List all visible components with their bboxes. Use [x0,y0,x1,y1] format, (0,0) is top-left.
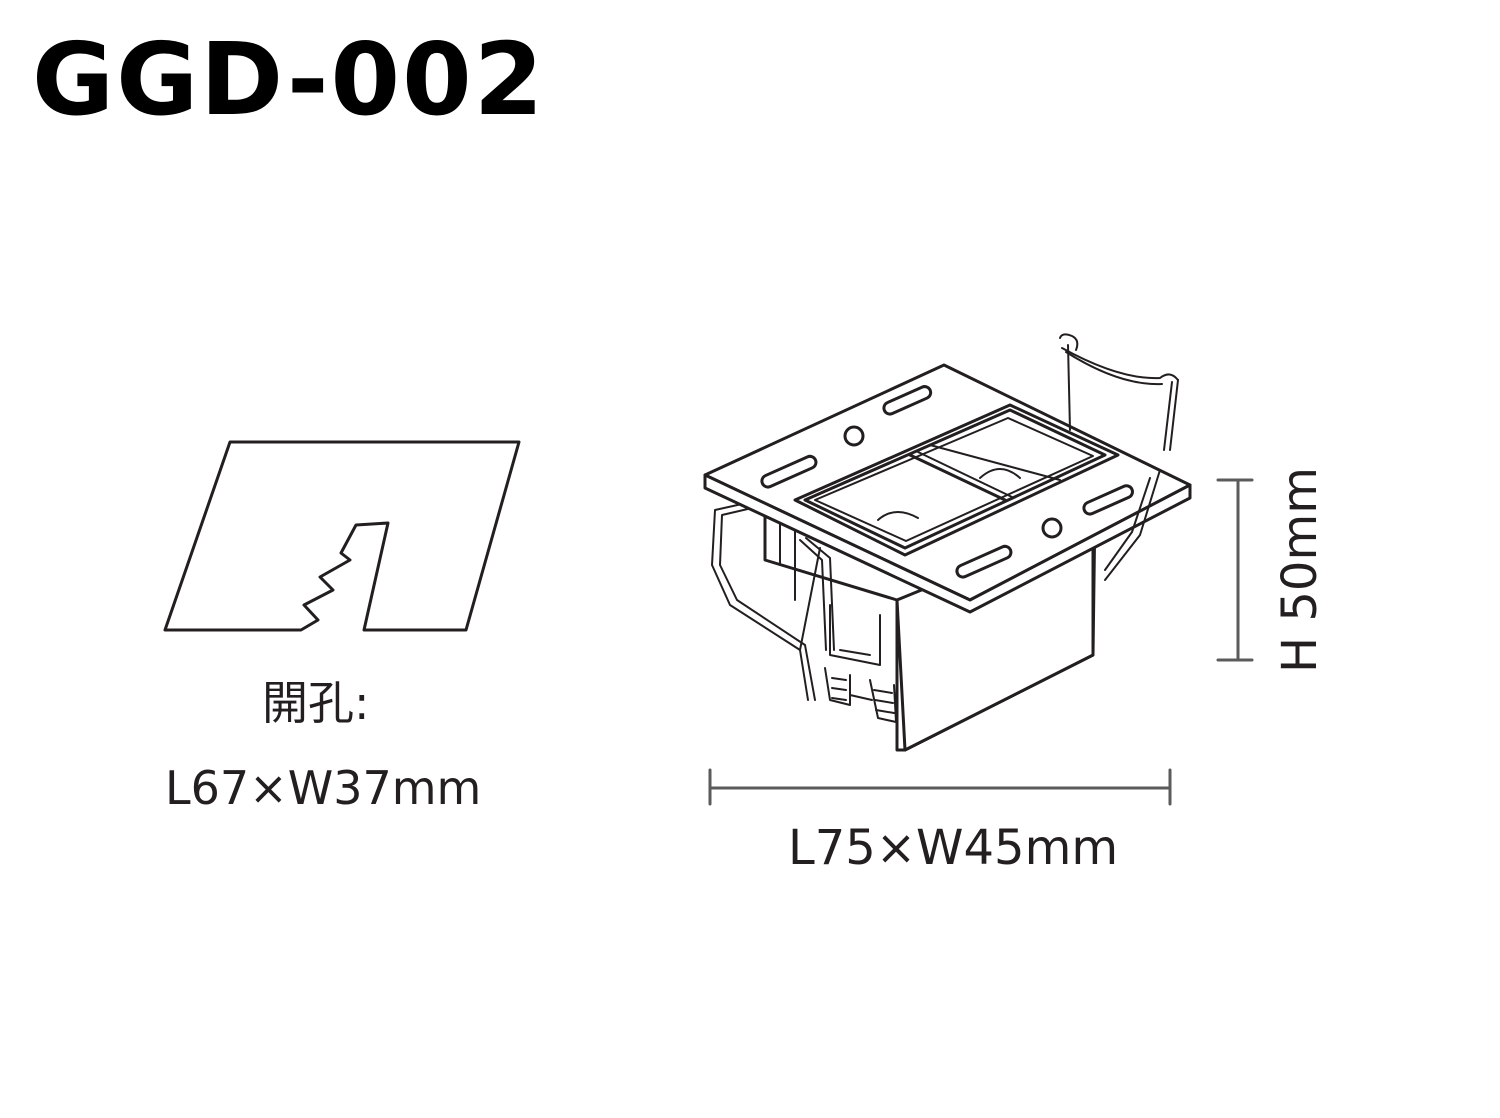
height-dimension: H 50mm [1272,467,1328,673]
left-spring-clip [711,499,835,701]
mounting-plate [703,363,1192,614]
model-title: GGD-002 [32,21,546,138]
cutout-symbol-icon [163,440,521,632]
cutout-dimensions: L67×W37mm [165,761,482,815]
length-dimension-line [708,768,1172,806]
heatsink-fins [824,667,897,723]
rear-spring-wire [1059,333,1179,581]
footprint-dimensions: L75×W45mm [788,820,1119,876]
fixture-drawing [703,333,1192,752]
cutout-label: 開孔: [262,676,370,730]
height-dimension-line [1216,478,1254,662]
